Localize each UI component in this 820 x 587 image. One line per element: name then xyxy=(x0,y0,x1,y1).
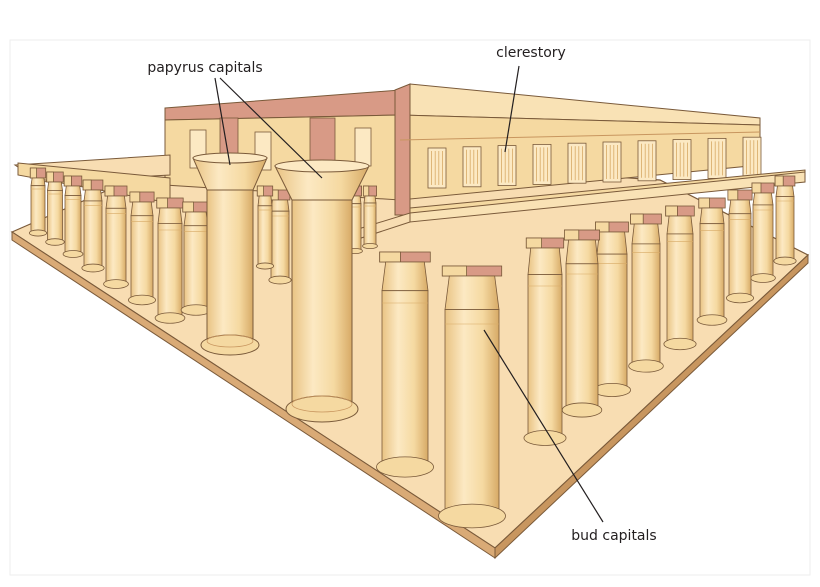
bud-column xyxy=(362,185,378,250)
clerestory-window xyxy=(427,147,447,189)
bud-column xyxy=(28,167,48,237)
bud-column xyxy=(376,251,434,478)
clerestory-window xyxy=(637,140,657,182)
papyrus-column-right xyxy=(274,159,370,423)
bud-column xyxy=(593,221,632,397)
bud-column xyxy=(154,197,186,324)
clerestory-label: clerestory xyxy=(496,45,566,61)
bud-column xyxy=(255,185,275,270)
clerestory-annotation: clerestory xyxy=(496,45,566,153)
bud-column xyxy=(561,229,603,418)
clerestory-window xyxy=(672,139,692,181)
bud-column xyxy=(773,175,797,266)
clerestory-window xyxy=(602,141,622,183)
right-bud-columns xyxy=(523,175,797,446)
bud-column xyxy=(127,191,157,306)
front-bud-columns xyxy=(376,251,506,529)
bud-column xyxy=(663,205,697,351)
bud-column xyxy=(81,179,105,273)
bud-column xyxy=(628,213,664,373)
bud-capitals-label: bud capitals xyxy=(571,528,656,544)
bud-leader xyxy=(483,329,604,523)
clerestory-window xyxy=(742,136,762,178)
bud-column xyxy=(268,189,292,285)
bud-column xyxy=(438,265,506,529)
bud-column xyxy=(62,175,84,258)
clerestory-leader xyxy=(504,65,520,153)
papyrus-leader-left xyxy=(214,77,231,166)
bud-column xyxy=(103,185,129,289)
bud-column xyxy=(180,201,212,316)
clerestory-window xyxy=(354,127,372,167)
bud-column xyxy=(523,237,567,446)
bud-column xyxy=(725,189,755,304)
clerestory-window xyxy=(497,145,517,187)
papyrus-capitals-annotation: papyrus capitals xyxy=(147,60,323,179)
papyrus-leader-right xyxy=(219,77,323,179)
bud-column xyxy=(45,171,65,246)
papyrus-column-left xyxy=(192,152,268,356)
bud-column xyxy=(696,197,728,326)
clerestory-window xyxy=(567,142,587,184)
clerestory-window xyxy=(532,143,552,185)
bud-capitals-annotation: bud capitals xyxy=(483,329,657,544)
papyrus-capitals-label: papyrus capitals xyxy=(147,60,262,76)
clerestory-windows xyxy=(189,127,762,189)
bud-column xyxy=(750,182,776,283)
clerestory-window xyxy=(462,146,482,188)
rear-columns xyxy=(255,185,378,285)
clerestory-window xyxy=(707,137,727,179)
